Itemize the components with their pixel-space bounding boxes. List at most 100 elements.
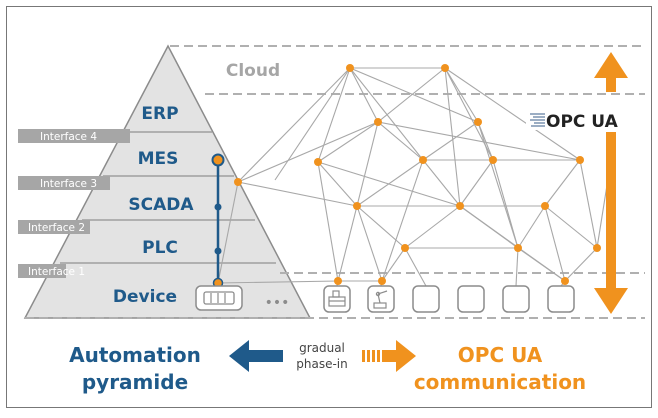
network-node [514, 244, 522, 252]
network-link [237, 181, 358, 207]
network-link [517, 205, 546, 249]
phase-in-label: phase-in [296, 357, 347, 371]
network-node [353, 202, 361, 210]
opcua-logo-mark [530, 113, 545, 127]
network-node [576, 156, 584, 164]
network-node [234, 178, 242, 186]
network-node [378, 277, 386, 285]
network-nodes [234, 64, 601, 285]
network-link [217, 181, 239, 284]
field-device-5 [502, 285, 530, 313]
pyramid-device-box [195, 285, 243, 311]
gradual-label: gradual [299, 341, 345, 355]
network-link [317, 121, 379, 163]
interface-4-label: Interface 4 [40, 131, 97, 143]
network-node [334, 277, 342, 285]
network-link [317, 67, 351, 163]
opcua-logo-text: OPC UA [546, 112, 619, 132]
network-link [564, 247, 598, 282]
network-node [374, 118, 382, 126]
network-link [349, 67, 379, 123]
interface-tab-1: Interface 1 [18, 264, 85, 278]
automation-title-line2: pyramide [82, 370, 188, 394]
level-mes-label: MES [138, 149, 179, 169]
mes-node [211, 153, 225, 167]
field-device-3 [412, 285, 440, 313]
network-link [356, 205, 406, 249]
more-devices-ellipsis: ••• [265, 295, 290, 311]
interface-1-label: Interface 1 [28, 266, 85, 278]
network-link [237, 121, 379, 183]
level-plc-label: PLC [142, 238, 178, 258]
network-link [349, 67, 479, 123]
network-link [317, 161, 358, 207]
network-link [444, 67, 461, 207]
blue-left-arrow [229, 340, 283, 372]
level-erp-label: ERP [141, 104, 178, 124]
orange-right-arrow [362, 340, 416, 372]
network-node [474, 118, 482, 126]
interface-tab-4: Interface 4 [18, 129, 130, 143]
network-link [544, 205, 598, 249]
opcua-title-line1: OPC UA [458, 343, 543, 367]
network-link [377, 121, 581, 161]
robot-arm-icon [373, 290, 388, 309]
network-node [541, 202, 549, 210]
opcua-title-line2: communication [414, 370, 586, 394]
network-connections [217, 67, 612, 287]
network-node [419, 156, 427, 164]
network-link [404, 247, 427, 287]
network-node [346, 64, 354, 72]
network-node [489, 156, 497, 164]
network-link [444, 67, 581, 161]
network-link [356, 205, 383, 282]
device-icon [203, 291, 235, 305]
network-link [377, 67, 446, 123]
network-link [492, 159, 519, 249]
automation-title-line1: Automation [69, 343, 201, 367]
network-node [401, 244, 409, 252]
network-link [356, 159, 424, 207]
interface-tab-2: Interface 2 [18, 220, 90, 234]
level-scada-label: SCADA [128, 195, 194, 215]
network-link [477, 121, 519, 249]
network-link [381, 247, 406, 282]
network-link [381, 159, 424, 282]
field-device-2 [367, 285, 395, 313]
opcua-logo: OPC UA [526, 108, 650, 132]
network-link [217, 280, 339, 284]
network-link [349, 67, 424, 161]
opcua-vertical-arrow [594, 52, 628, 314]
machine-icon [328, 290, 346, 307]
network-link [422, 121, 479, 161]
network-link [422, 159, 461, 207]
network-link [337, 205, 358, 282]
network-link [517, 247, 566, 282]
network-node [441, 64, 449, 72]
network-link [237, 67, 351, 183]
network-link [377, 121, 424, 161]
field-device-1 [323, 285, 351, 313]
field-device-6 [547, 285, 575, 313]
network-link [544, 205, 566, 282]
scada-node [214, 203, 222, 211]
level-device-label: Device [113, 287, 177, 307]
interface-3-label: Interface 3 [40, 178, 97, 190]
network-link [444, 67, 479, 123]
interface-tab-3: Interface 3 [18, 176, 110, 190]
network-node [314, 158, 322, 166]
network-link [317, 161, 339, 282]
plc-node [214, 247, 222, 255]
network-link [459, 159, 494, 207]
interface-2-label: Interface 2 [28, 222, 85, 234]
network-node [593, 244, 601, 252]
cloud-label: Cloud [226, 61, 280, 81]
network-node [456, 202, 464, 210]
network-node [561, 277, 569, 285]
field-device-4 [457, 285, 485, 313]
dashed-boundaries [25, 45, 645, 319]
network-link [579, 159, 598, 249]
network-link [356, 121, 379, 207]
